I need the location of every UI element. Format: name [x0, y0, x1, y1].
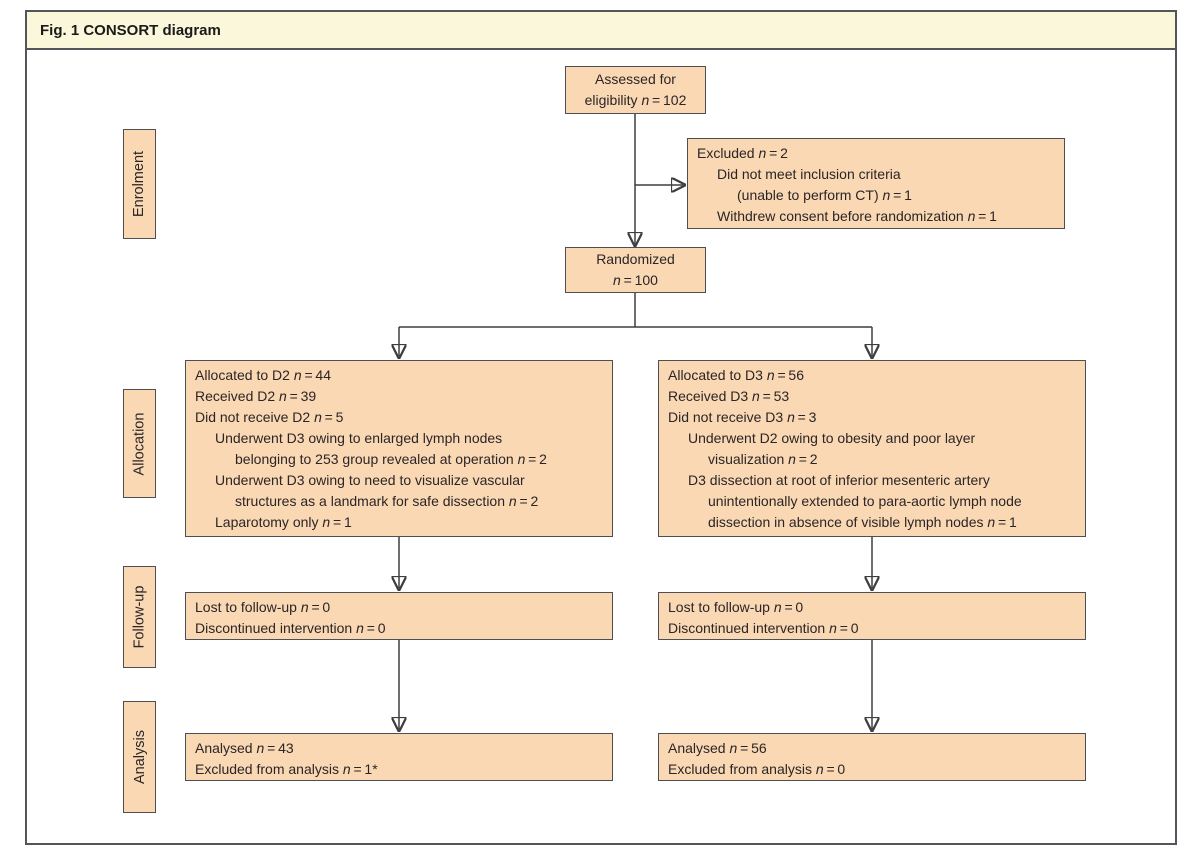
node-followup-d3: Lost to follow-up n = 0 Discontinued inte… [658, 592, 1086, 640]
box-line: Underwent D2 owing to obesity and poor l… [688, 430, 976, 446]
box-line: dissection in absence of visible lymph n… [708, 514, 1017, 530]
box-line: Did not receive D3 n = 3 [668, 409, 817, 425]
node-analysis-d2: Analysed n = 43 Excluded from analysis n … [185, 733, 613, 781]
stage-label-text: Follow-up [131, 585, 148, 649]
stage-label-text: Enrolment [131, 150, 148, 218]
node-randomized: Randomized n = 100 [565, 247, 706, 293]
box-line: Analysed n = 56 [668, 740, 767, 756]
box-line: Discontinued intervention n = 0 [668, 620, 859, 636]
node-allocated-d2: Allocated to D2 n = 44 Received D2 n = 39… [185, 360, 613, 537]
stage-label-text: Analysis [131, 730, 148, 784]
box-line: D3 dissection at root of inferior mesent… [688, 472, 990, 488]
box-line: Analysed n = 43 [195, 740, 294, 756]
stage-label-followup: Follow-up [123, 566, 156, 668]
box-line: n = 100 [613, 272, 658, 288]
box-line: Did not meet inclusion criteria [717, 166, 901, 182]
box-line: Excluded from analysis n = 0 [668, 761, 846, 777]
node-assessed-for-eligibility: Assessed for eligibility n = 102 [565, 66, 706, 114]
box-line: Received D3 n = 53 [668, 388, 790, 404]
box-line: (unable to perform CT) n = 1 [737, 187, 912, 203]
box-line: eligibility n = 102 [584, 92, 687, 108]
stage-label-analysis: Analysis [123, 701, 156, 813]
stage-label-enrolment: Enrolment [123, 129, 156, 239]
figure-title: Fig. 1 CONSORT diagram [40, 21, 221, 39]
node-excluded: Excluded n = 2 Did not meet inclusion cri… [687, 138, 1065, 229]
stage-label-allocation: Allocation [123, 389, 156, 498]
box-line: Excluded n = 2 [697, 145, 788, 161]
box-line: Allocated to D2 n = 44 [195, 367, 331, 383]
box-line: Lost to follow-up n = 0 [195, 599, 331, 615]
box-line: Underwent D3 owing to enlarged lymph nod… [215, 430, 503, 446]
box-line: Underwent D3 owing to need to visualize … [215, 472, 525, 488]
box-line: Withdrew consent before randomization n … [717, 208, 997, 224]
box-line: Discontinued intervention n = 0 [195, 620, 386, 636]
box-line: visualization n = 2 [708, 451, 818, 467]
box-line: Allocated to D3 n = 56 [668, 367, 804, 383]
figure-title-bar: Fig. 1 CONSORT diagram [27, 12, 1175, 50]
box-line: Did not receive D2 n = 5 [195, 409, 344, 425]
box-line: Randomized [596, 251, 675, 267]
stage-label-text: Allocation [131, 412, 148, 475]
node-followup-d2: Lost to follow-up n = 0 Discontinued inte… [185, 592, 613, 640]
box-line: Received D2 n = 39 [195, 388, 317, 404]
node-allocated-d3: Allocated to D3 n = 56 Received D3 n = 53… [658, 360, 1086, 537]
box-line: belonging to 253 group revealed at opera… [235, 451, 547, 467]
box-line: unintentionally extended to para-aortic … [708, 493, 1022, 509]
box-line: Laparotomy only n = 1 [215, 514, 352, 530]
box-line: Excluded from analysis n = 1* [195, 761, 378, 777]
box-line: Lost to follow-up n = 0 [668, 599, 804, 615]
box-line: structures as a landmark for safe dissec… [235, 493, 539, 509]
node-analysis-d3: Analysed n = 56 Excluded from analysis n … [658, 733, 1086, 781]
box-line: Assessed for [595, 71, 676, 87]
